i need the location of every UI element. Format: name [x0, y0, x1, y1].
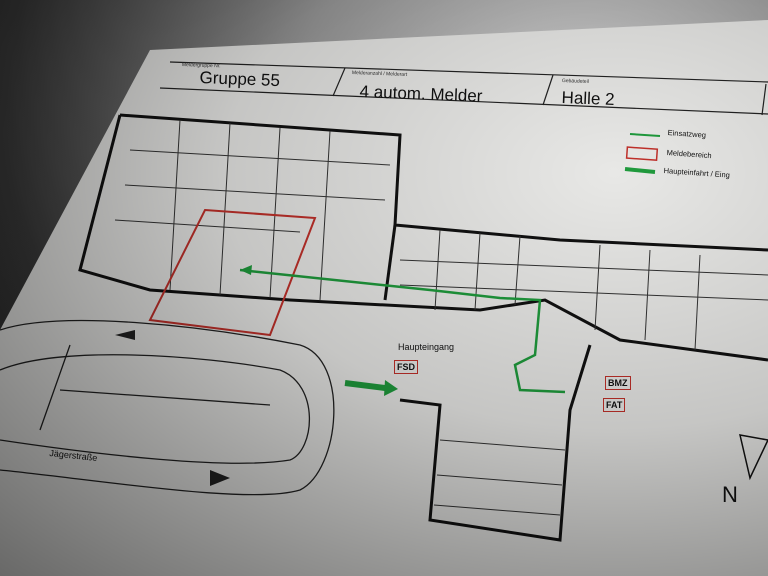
- group-value: Gruppe 55: [199, 68, 281, 91]
- fat-box: FAT: [603, 398, 626, 412]
- fsd-box: FSD: [394, 360, 418, 374]
- bmz-box: BMZ: [605, 376, 631, 390]
- part-value: Halle 2: [561, 88, 615, 110]
- entrance-label: Haupteingang: [398, 342, 455, 352]
- north-label: N: [722, 482, 738, 507]
- part-label: Gebäudeteil: [561, 78, 589, 85]
